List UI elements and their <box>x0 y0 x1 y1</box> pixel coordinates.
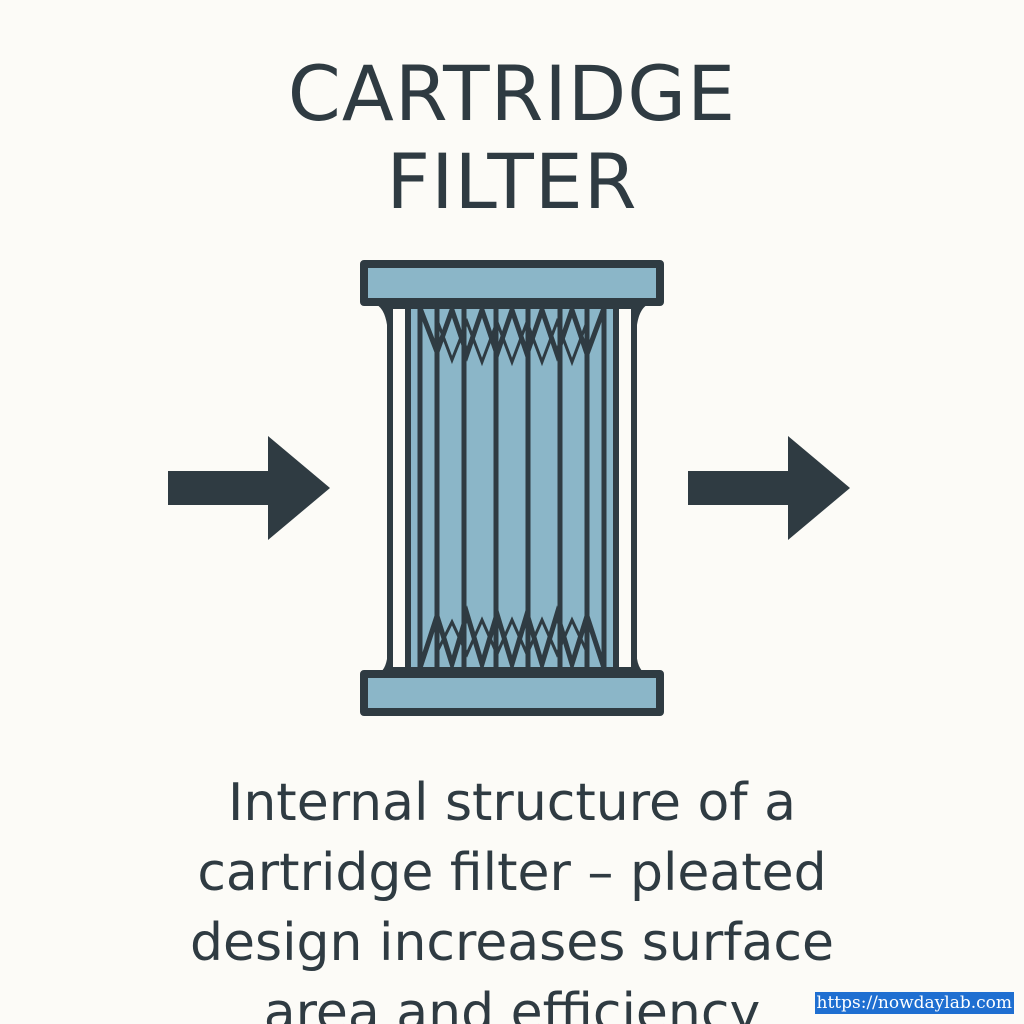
watermark-link[interactable]: https://nowdaylab.com <box>814 992 1014 1014</box>
top-pleat-zigzag-inner <box>435 317 589 367</box>
caption-line-1: Internal structure of a <box>228 773 796 833</box>
title-line-1: CARTRIDGE <box>287 49 737 138</box>
pleated-media <box>405 303 619 673</box>
caption-line-4: area and efficiency <box>263 983 761 1024</box>
outlet-arrow-icon <box>688 436 850 540</box>
caption-line-2: cartridge filter – pleated <box>197 843 827 903</box>
bottom-pleat-zigzag-inner <box>435 616 589 658</box>
bottom-end-cap <box>360 670 664 716</box>
bottom-pleat-zigzag <box>417 605 607 673</box>
title-line-2: FILTER <box>386 137 638 226</box>
inlet-arrow-icon <box>168 436 330 540</box>
top-end-cap <box>360 260 664 306</box>
page-title: CARTRIDGE FILTER <box>0 50 1024 226</box>
filter-cartridge <box>360 260 664 716</box>
diagram-caption: Internal structure of a cartridge filter… <box>0 768 1024 1024</box>
caption-line-3: design increases surface <box>189 913 834 973</box>
top-pleat-zigzag <box>417 302 607 362</box>
